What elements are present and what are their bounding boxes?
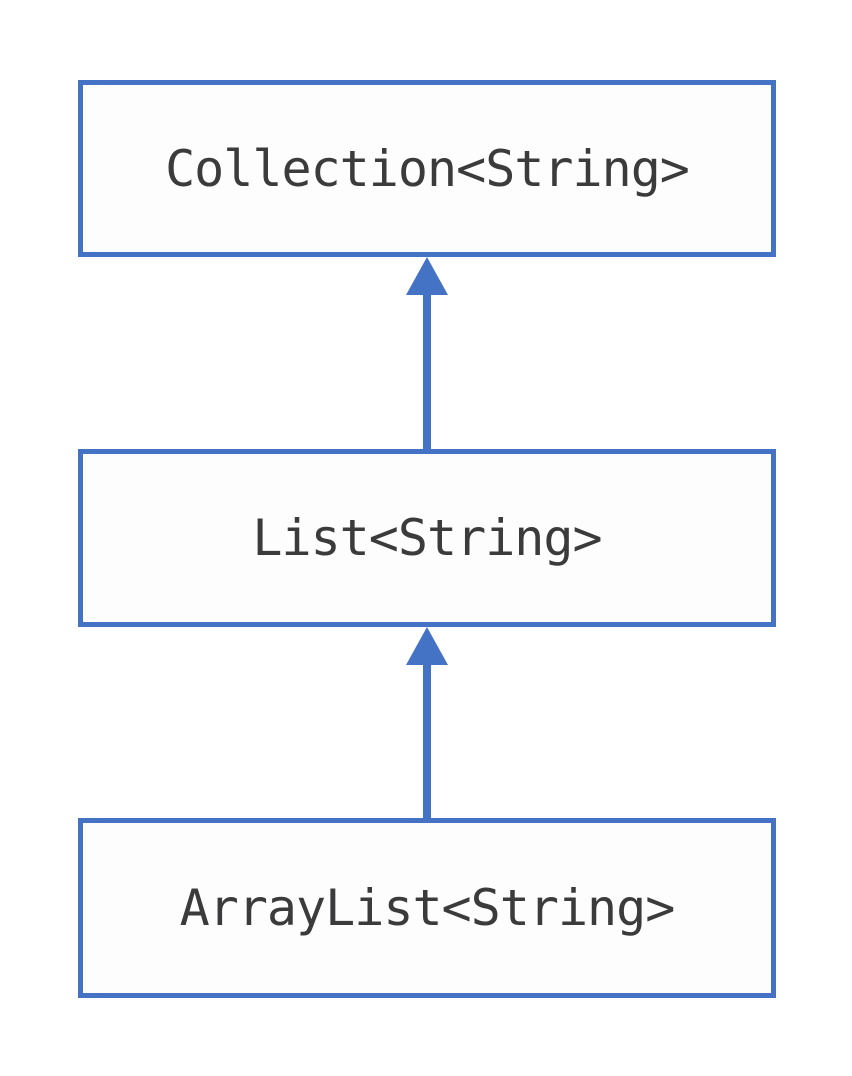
arrow-list-to-collection bbox=[406, 257, 448, 449]
arrowhead-up-icon bbox=[406, 627, 448, 665]
node-list: List<String> bbox=[78, 449, 776, 627]
node-collection-label: Collection<String> bbox=[165, 139, 690, 198]
node-arraylist: ArrayList<String> bbox=[78, 818, 776, 998]
arrow-arraylist-to-list bbox=[406, 627, 448, 818]
connector-line bbox=[423, 293, 431, 449]
node-collection: Collection<String> bbox=[78, 80, 776, 257]
node-list-label: List<String> bbox=[252, 509, 602, 567]
node-arraylist-label: ArrayList<String> bbox=[179, 879, 676, 937]
connector-line bbox=[423, 663, 431, 818]
arrowhead-up-icon bbox=[406, 257, 448, 295]
